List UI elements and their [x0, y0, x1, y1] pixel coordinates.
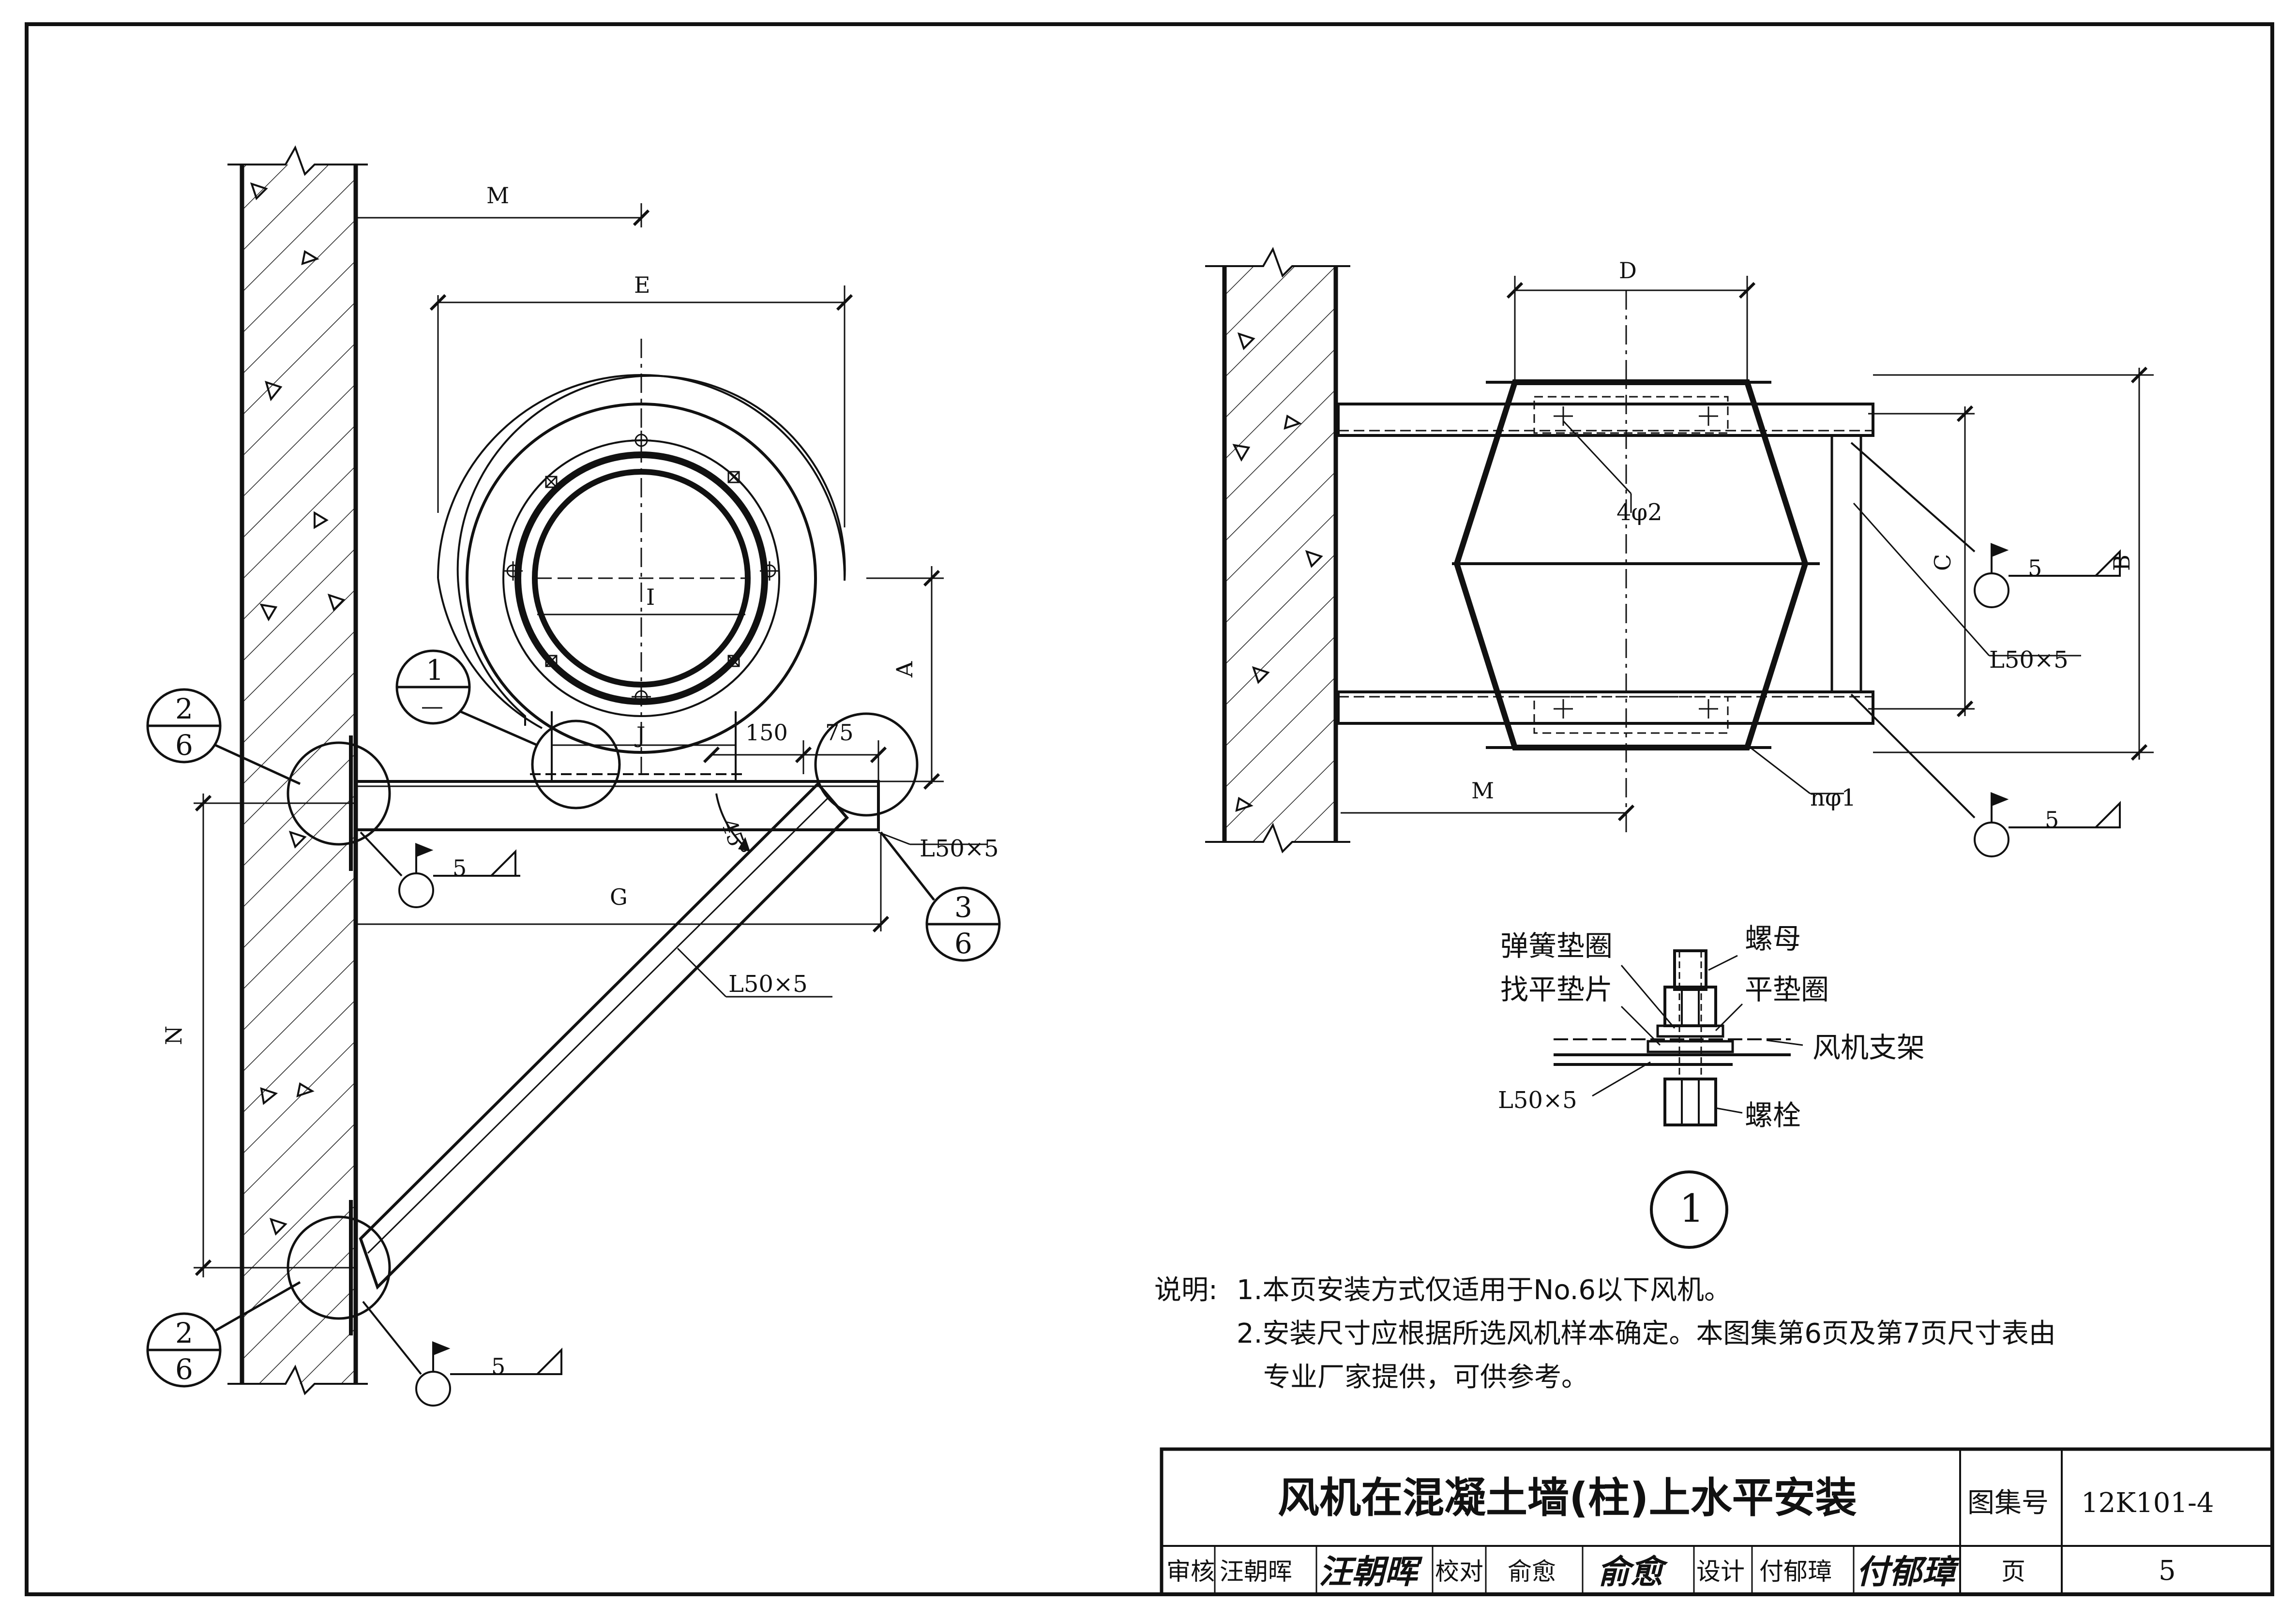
check-name: 俞愈 — [1508, 1558, 1556, 1586]
check-signature: 俞愈 — [1597, 1553, 1668, 1591]
dim-N: N — [161, 1026, 187, 1045]
label-nphi1: nφ1 — [1810, 784, 1856, 811]
dim-150: 150 — [745, 719, 788, 746]
detail-1-mark: 1 — [1679, 1186, 1704, 1231]
left-view-text: M E I J A 150 75 45° G N L50×5 L50×5 1 —… — [161, 182, 999, 1386]
review-name: 汪朝晖 — [1220, 1558, 1292, 1586]
detail-1-text: 弹簧垫圈 螺母 找平垫片 平垫圈 风机支架 L50×5 螺栓 1 — [1498, 922, 1925, 1231]
wall-break-bottom — [227, 1364, 368, 1395]
diagonal-brace-angle — [359, 781, 849, 1290]
right-side-view — [1205, 247, 2154, 857]
right-view-text: D B C M 4φ2 nφ1 L50×5 5 5 — [1471, 257, 2135, 833]
fan-casing — [437, 339, 846, 781]
notes-prefix: 说明: — [1154, 1274, 1218, 1306]
label-top-angle: L50×5 — [920, 835, 999, 862]
lower-support-beam — [1337, 690, 1874, 725]
detail-2a-sheet: 6 — [175, 729, 193, 762]
label-bolt: 螺栓 — [1745, 1099, 1801, 1132]
notes-line-1: 1.本页安装方式仅适用于No.6以下风机。 — [1237, 1274, 1731, 1306]
sheet-border — [25, 22, 2274, 1596]
label-spring-washer: 弹簧垫圈 — [1500, 929, 1613, 962]
dim-B: B — [2109, 554, 2135, 571]
weld-size-1: 5 — [453, 855, 467, 881]
label-shim: 找平垫片 — [1500, 973, 1613, 1006]
label-angle-detail: L50×5 — [1498, 1087, 1577, 1114]
dim-E: E — [634, 272, 650, 298]
dim-M-left: M — [486, 182, 509, 209]
design-label: 设计 — [1696, 1558, 1745, 1586]
label-angle-right: L50×5 — [1989, 646, 2069, 674]
detail-3-sheet: 6 — [954, 927, 972, 960]
detail-2b-sheet: 6 — [175, 1353, 193, 1386]
detail-callouts — [146, 649, 1001, 1388]
dim-45-degree: 45° — [716, 816, 753, 860]
atlas-label: 图集号 — [1967, 1487, 2049, 1519]
title-block-text: 风机在混凝土墙(柱)上水平安装 图集号 12K101-4 审核 汪朝晖 汪朝晖 … — [1166, 1474, 2214, 1591]
flange-bolt-holes — [503, 431, 779, 706]
dim-D: D — [1619, 257, 1637, 284]
weld-size-2: 5 — [491, 1353, 505, 1379]
label-flat-washer: 平垫圈 — [1745, 973, 1829, 1006]
horizontal-angle-steel — [354, 780, 880, 831]
page-label: 页 — [2001, 1558, 2025, 1586]
label-4phi2: 4φ2 — [1616, 499, 1662, 526]
dim-G: G — [610, 884, 628, 910]
review-label: 审核 — [1166, 1558, 1215, 1586]
dim-I: I — [646, 584, 655, 610]
detail-2a-num: 2 — [175, 692, 193, 725]
dim-M-right: M — [1471, 778, 1494, 804]
review-signature: 汪朝晖 — [1319, 1553, 1423, 1591]
detail-1-bolt-assembly — [1554, 949, 1803, 1249]
dim-J: J — [634, 722, 645, 748]
end-post-angle — [1830, 434, 1862, 693]
detail-1-num: 1 — [426, 654, 444, 687]
atlas-number: 12K101-4 — [2081, 1487, 2214, 1519]
drawing-title: 风机在混凝土墙(柱)上水平安装 — [1278, 1474, 1857, 1522]
page-number: 5 — [2159, 1555, 2176, 1587]
title-block — [1160, 1447, 2274, 1596]
detail-2b-num: 2 — [175, 1317, 193, 1349]
detail-3-num: 3 — [954, 891, 972, 924]
notes: 说明: 1.本页安装方式仅适用于No.6以下风机。 2.安装尺寸应根据所选风机样… — [1154, 1274, 2056, 1393]
left-dimension-lines — [194, 203, 944, 1277]
dim-A: A — [891, 661, 918, 678]
detail-1-sheet: — — [421, 693, 443, 719]
fan-flange-outer — [466, 403, 817, 754]
notes-line-3: 专业厂家提供，可供参考。 — [1263, 1362, 1588, 1393]
design-name: 付郁璋 — [1759, 1558, 1832, 1586]
dim-C: C — [1930, 554, 1956, 571]
notes-line-2: 2.安装尺寸应根据所选风机样本确定。本图集第6页及第7页尺寸表由 — [1237, 1318, 2056, 1349]
weld-symbols — [360, 831, 562, 1407]
label-nut: 螺母 — [1745, 922, 1801, 955]
weld-size-right-1: 5 — [2028, 555, 2042, 581]
dim-75: 75 — [825, 719, 854, 746]
wall-break-top — [227, 145, 368, 176]
left-elevation-view — [146, 145, 1001, 1407]
label-fan-support: 风机支架 — [1813, 1031, 1925, 1064]
concrete-wall — [242, 165, 356, 1384]
check-label: 校对 — [1435, 1558, 1483, 1586]
weld-size-right-2: 5 — [2045, 807, 2059, 833]
upper-support-beam — [1337, 403, 1874, 437]
concrete-wall-right — [1224, 266, 1336, 842]
design-signature: 付郁璋 — [1856, 1553, 1960, 1591]
label-brace-angle: L50×5 — [728, 971, 808, 998]
concrete-aggregate-marks — [250, 182, 346, 1236]
